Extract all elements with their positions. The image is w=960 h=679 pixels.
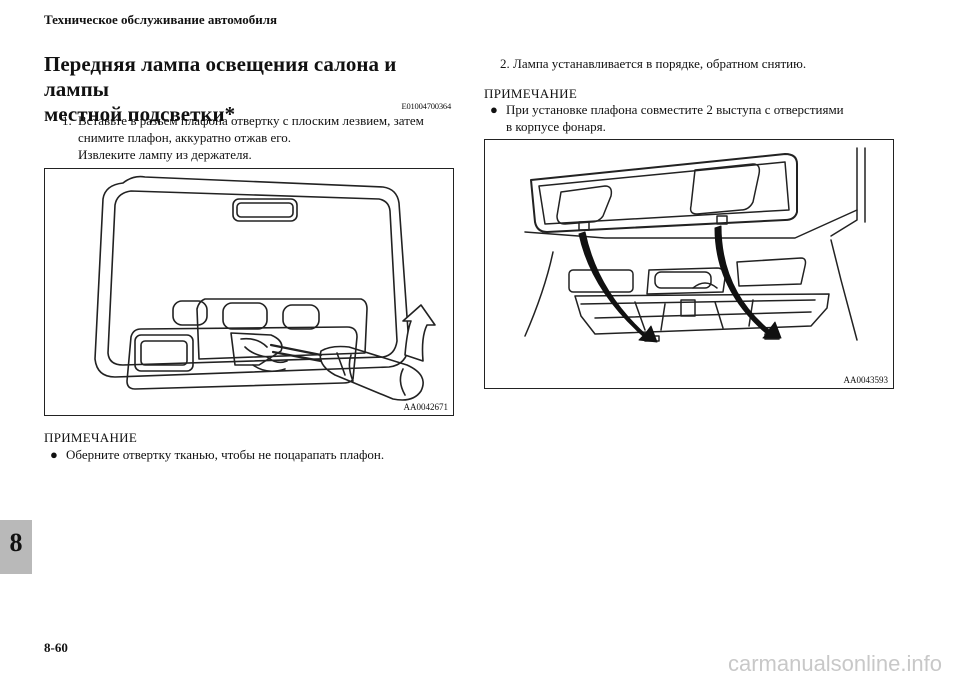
section-code: E01004700364 — [401, 101, 451, 111]
note-1: ● Оберните отвертку тканью, чтобы не поц… — [44, 446, 454, 463]
note-2-line2: в корпусе фонаря. — [506, 119, 606, 134]
bullet-icon: ● — [490, 102, 498, 117]
figure-2-code: AA0043593 — [843, 375, 889, 385]
figure-1-code: AA0042671 — [403, 402, 449, 412]
step-1-number: 1. — [62, 113, 72, 128]
figure-lamp-removal: AA0042671 — [44, 168, 454, 416]
note-1-text: Оберните отвертку тканью, чтобы не поцар… — [66, 447, 385, 462]
page-number: 8-60 — [44, 640, 68, 655]
step-1: 1. Вставьте в разъем плафона отвертку с … — [62, 112, 462, 163]
note-2-heading: ПРИМЕЧАНИЕ — [484, 86, 578, 101]
lamp-installation-illustration — [524, 147, 866, 343]
step-2: 2. Лампа устанавливается в порядке, обра… — [500, 56, 807, 71]
note-2: ● При установке плафона совместите 2 выс… — [484, 101, 904, 135]
chapter-tab-label: 8 — [9, 528, 23, 557]
section-title-line2: местной подсветки* — [44, 102, 236, 126]
step-1-line3: Извлеките лампу из держателя. — [78, 147, 252, 162]
figure-lamp-installation: AA0043593 — [484, 139, 894, 389]
section-title-line1: Передняя лампа освещения салона и лампы — [44, 52, 397, 101]
note-2-line1: При установке плафона совместите 2 высту… — [506, 102, 844, 117]
bullet-icon: ● — [50, 447, 58, 462]
section-title: Передняя лампа освещения салона и лампы … — [44, 52, 444, 127]
dome-lamp-screwdriver-illustration — [94, 175, 436, 401]
step-1-line2: снимите плафон, аккуратно отжав его. — [78, 130, 292, 145]
chapter-tab: 8 — [0, 520, 32, 574]
watermark: carmanualsonline.info — [727, 651, 942, 676]
note-1-heading: ПРИМЕЧАНИЕ — [44, 430, 138, 445]
running-header: Техническое обслуживание автомобиля — [44, 12, 278, 27]
step-1-line1: Вставьте в разъем плафона отвертку с пло… — [78, 113, 424, 128]
